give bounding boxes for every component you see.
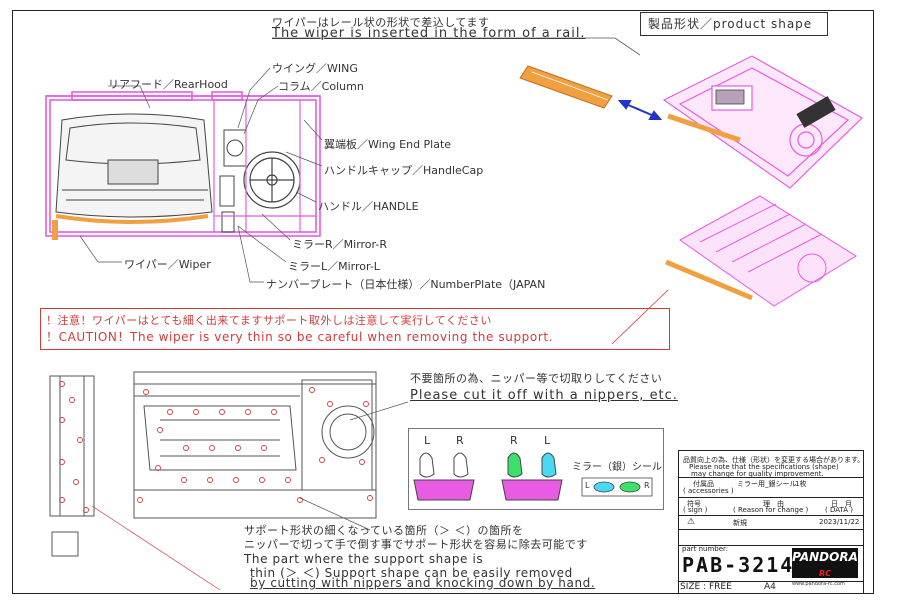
tb-reason-jp: 理 由 xyxy=(763,500,784,508)
sheet-size: SIZE : FREE xyxy=(680,582,732,592)
tb-row-date: 2023/11/22 xyxy=(819,518,860,526)
nipper-note-jp: 不要箇所の為、ニッパー等で切取りしてください xyxy=(410,372,663,385)
sheet-frame xyxy=(12,10,874,594)
tb-date-en: ( DATA ) xyxy=(825,506,853,514)
support-runner xyxy=(49,371,377,557)
tb-date-jp: 日 月 xyxy=(831,500,852,508)
logo-url: www.pandora-rc.com xyxy=(792,581,845,587)
label-handle-cap: ハンドルキャップ／HandleCap xyxy=(324,164,484,177)
handle-part xyxy=(243,151,301,209)
tb-accessories-val: ミラー用_銀シール xyxy=(737,480,797,488)
sticker-label-l: L xyxy=(585,481,590,490)
paper-size: A4 xyxy=(764,582,776,592)
tb-sign-en: ( sign ) xyxy=(683,506,708,514)
mirror-sticker-label: ミラー（銀）シール xyxy=(572,462,662,473)
column-part xyxy=(219,129,247,233)
label-rear-hood: リアフード／RearHood xyxy=(108,78,228,91)
mirror-sticker xyxy=(581,477,653,497)
title-block: 品質向上の為、仕様（形状）を変更する場合があります。 Please note t… xyxy=(678,450,864,594)
part-number-label: part number: xyxy=(682,545,729,553)
main-runner-frame xyxy=(45,91,321,237)
mirror-sticker-box xyxy=(408,428,664,510)
wiper-note-jp: ワイパーはレール状の形状で差込してます xyxy=(272,16,490,29)
product-shape-box xyxy=(640,12,828,36)
label-mirror-l: ミラーL／Mirror-L xyxy=(288,260,380,273)
part-number: PAB-3214 xyxy=(682,553,795,577)
logo-text: PANDORA xyxy=(792,550,858,564)
support-note-en2: thin (＞ ＜) Support shape can be easily r… xyxy=(250,566,573,580)
wiper-part xyxy=(55,214,209,224)
tb-accessories-en: ( accessories ) xyxy=(683,487,734,495)
label-wing-end-plate: 翼端板／Wing End Plate xyxy=(324,138,452,151)
mirror-label-r1: R xyxy=(456,434,464,447)
label-wiper: ワイパー／Wiper xyxy=(124,258,211,271)
tb-sign-jp: 符号 xyxy=(687,500,701,508)
pandora-logo: PANDORA RC xyxy=(792,548,858,578)
wiper-note-en: The wiper is inserted in the form of a r… xyxy=(272,26,586,41)
tb-accessories-qty: 1枚 xyxy=(795,480,807,488)
sticker-label-r: R xyxy=(644,481,650,490)
tb-row-reason: 新規 xyxy=(733,519,747,527)
label-number-plate: ナンバープレート（日本仕様）／NumberPlate（JAPAN xyxy=(266,278,546,291)
runner-view xyxy=(679,195,857,307)
mirror-label-r2: R xyxy=(510,434,518,447)
caution-en: ！CAUTION！The wiper is very thin so be ca… xyxy=(46,330,554,344)
caution-box xyxy=(40,308,670,350)
insert-arrow xyxy=(617,100,663,120)
mirror-label-l2: L xyxy=(544,434,551,447)
tb-note-en1: Please note that the specifications (sha… xyxy=(689,463,839,471)
label-column: コラム／Column xyxy=(278,80,364,93)
tb-reason-en: ( Reason for change ) xyxy=(733,506,809,514)
label-mirror-r: ミラーR／Mirror-R xyxy=(292,238,387,251)
rear-hood-part xyxy=(55,113,213,218)
logo-sub: RC xyxy=(818,569,832,578)
label-wing: ウイング／WING xyxy=(272,62,358,75)
warning-triangle-icon: ⚠ xyxy=(687,517,696,527)
support-note-jp2: ニッパーで切って手で倒す事でサポート形状を容易に除去可能です xyxy=(244,538,588,551)
tb-note-en2: may change for quality improvement. xyxy=(691,470,824,478)
tb-accessories-jp: 付属品 xyxy=(693,480,714,488)
support-note-en1: The part where the support shape is xyxy=(244,552,484,566)
support-note-en3: by cutting with nippers and knocking dow… xyxy=(250,576,596,590)
support-note-jp1: サポート形状の細くなっている箇所（＞ ＜）の箇所を xyxy=(244,524,524,537)
cut-point-markers xyxy=(59,381,373,513)
tb-note-jp: 品質向上の為、仕様（形状）を変更する場合があります。 xyxy=(683,456,865,464)
label-handle: ハンドル／HANDLE xyxy=(318,200,419,213)
caution-jp: ！注意！ワイパーはとても細く出来てますサポート取外しは注意して実行してください xyxy=(46,314,492,327)
mirror-label-l1: L xyxy=(424,434,431,447)
mirror-parts xyxy=(413,452,563,501)
nipper-note-en: Please cut it off with a nippers, etc. xyxy=(410,388,678,403)
product-shape-label: 製品形状／product shape xyxy=(648,17,813,31)
